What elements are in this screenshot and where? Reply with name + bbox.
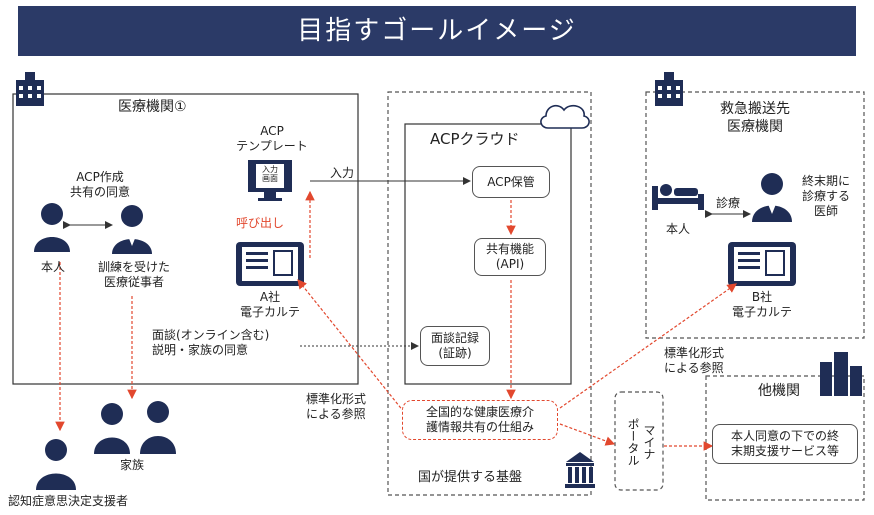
- header-banner: [18, 6, 856, 56]
- emergency-patient-label: 本人: [666, 222, 691, 236]
- staff-person-icon: [112, 205, 152, 254]
- government-icon: [565, 452, 595, 488]
- consent-label: ACP作成共有の同意: [69, 170, 130, 199]
- hospital-icon-emergency: [655, 72, 683, 106]
- portal-label: マイナポータル: [626, 418, 656, 466]
- hospital1-frame: [12, 93, 359, 385]
- standard-ref-left: 標準化形式による参照: [306, 392, 367, 421]
- input-screen-label: 入力画面: [262, 165, 278, 183]
- other-service-box: 本人同意の下での終末期支援サービス等: [712, 424, 858, 464]
- family-label: 家族: [120, 458, 145, 472]
- patient-person-icon: [34, 203, 70, 252]
- template-monitor-icon: [248, 160, 292, 201]
- call-label: 呼び出し: [236, 216, 285, 230]
- acp-cloud-title: ACPクラウド: [430, 130, 520, 148]
- ehr-a-label: A社電子カルテ: [239, 290, 300, 319]
- ehr-tablet-b-icon: [728, 242, 796, 286]
- ehr-tablet-a-icon: [236, 242, 304, 286]
- standard-ref-right: 標準化形式による参照: [664, 346, 725, 375]
- input-label: 入力: [330, 166, 355, 180]
- interview-label: 面談(オンライン含む)説明・家族の同意: [152, 328, 270, 357]
- doctor-person-icon: [752, 173, 792, 222]
- other-org-title: 他機関: [758, 383, 800, 399]
- ehr-b-label: B社電子カルテ: [731, 290, 792, 319]
- interview-record-box: 面談記録(証跡): [420, 326, 490, 366]
- national-base-label: 国が提供する基盤: [418, 470, 523, 485]
- family-person-icon: [94, 401, 176, 454]
- portal-frame: [614, 391, 664, 491]
- bed-patient-icon: [652, 184, 704, 210]
- share-api-box: 共有機能(API): [474, 238, 546, 276]
- dementia-supporter-icon: [36, 439, 76, 490]
- patient-label: 本人: [40, 260, 65, 274]
- doctor-label: 終末期に診療する医師: [801, 174, 850, 218]
- emergency-title: 救急搬送先医療機関: [720, 101, 790, 135]
- national-base-frame: [387, 91, 592, 496]
- dementia-supporter-label: 認知症意思決定支援者: [8, 494, 129, 508]
- national-system-box: 全国的な健康医療介護情報共有の仕組み: [402, 400, 558, 440]
- acp-cloud-frame: [404, 123, 572, 385]
- buildings-icon: [820, 352, 862, 396]
- cloud-icon: [540, 104, 590, 129]
- acp-storage-box: ACP保管: [472, 166, 550, 198]
- page-title: 目指すゴールイメージ: [297, 16, 577, 46]
- staff-label: 訓練を受けた医療従事者: [97, 260, 170, 289]
- emergency-frame: [645, 91, 865, 339]
- other-frame: [705, 375, 865, 501]
- diagnosis-label: 診療: [716, 196, 741, 210]
- hospital1-title: 医療機関①: [118, 99, 187, 115]
- hospital-icon: [16, 72, 44, 106]
